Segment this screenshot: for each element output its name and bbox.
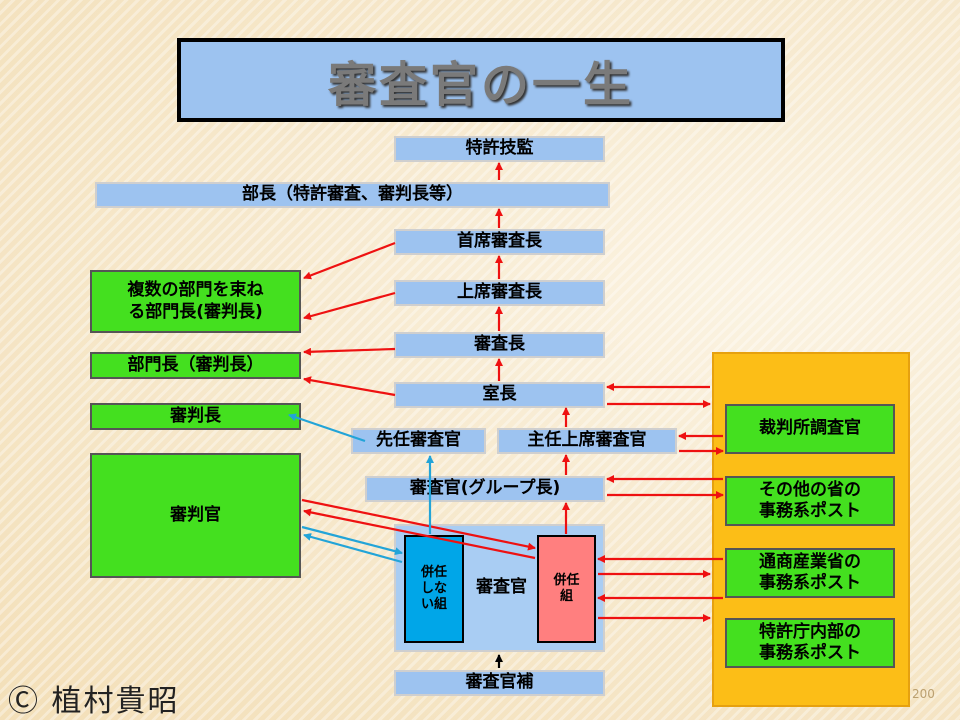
- box-joseki-shinsacho: 上席審査長: [394, 280, 605, 306]
- fukusu-line2: る部門長(審判長): [128, 301, 263, 322]
- arrow-sennin-shinpancho: [288, 413, 366, 443]
- box-shinsacho: 審査長: [394, 332, 605, 358]
- box-heinin-shinai: 併任しない組: [404, 535, 464, 643]
- tsusan-line1: 通商産業省の: [759, 551, 861, 572]
- arrow-shinpankan-heinin: [301, 498, 536, 551]
- sonota-line1: その他の省の: [759, 479, 861, 500]
- box-heinin: 併任組: [537, 535, 596, 643]
- arrow-shitsucho-bumoncho: [303, 376, 396, 397]
- page-title: 審査官の一生: [181, 42, 781, 118]
- box-fukusu-bumoncho: 複数の部門を束ね る部門長(審判長): [90, 270, 301, 333]
- box-tsusan-posts: 通商産業省の 事務系ポスト: [725, 548, 895, 598]
- box-saibansho-chosakan: 裁判所調査官: [725, 404, 895, 454]
- box-shinsakan-group: 審査官(グループ長): [365, 476, 605, 502]
- tsusan-line2: 事務系ポスト: [759, 573, 861, 593]
- box-bumoncho: 部門長（審判長）: [90, 352, 301, 379]
- box-tokkyocho-posts: 特許庁内部の 事務系ポスト: [725, 618, 895, 668]
- tokkyocho-line2: 事務系ポスト: [759, 643, 861, 663]
- arrow-joseki-fukusu: [303, 291, 396, 321]
- tokkyocho-line1: 特許庁内部の: [759, 621, 861, 642]
- box-tokkyo-gikan: 特許技監: [394, 136, 605, 162]
- box-shitsucho: 室長: [394, 382, 605, 408]
- sonota-line2: 事務系ポスト: [759, 501, 861, 521]
- arrow-heinin-shinpankan: [303, 508, 536, 560]
- box-sonota-posts: その他の省の 事務系ポスト: [725, 476, 895, 526]
- box-shunin-joseki: 主任上席審査官: [497, 428, 677, 454]
- box-shinpankan: 審判官: [90, 453, 301, 578]
- box-shuseki-shinsacho: 首席審査長: [394, 229, 605, 255]
- box-shinsakanho: 審査官補: [394, 670, 605, 696]
- copyright: Ⓒ 植村貴昭: [8, 684, 180, 719]
- arrow-shinpankan-heinin-shinai: [301, 525, 403, 556]
- heinin-shinai-label: 併任しない組: [420, 564, 447, 613]
- box-shinpancho: 審判長: [90, 403, 301, 430]
- arrow-shuseki-fukusu: [303, 241, 396, 280]
- fukusu-line1: 複数の部門を束ね: [127, 280, 264, 301]
- arrow-heinin-shinai-shinpankan: [303, 533, 403, 564]
- page-number: 200: [912, 687, 935, 701]
- arrow-shinsacho-bumoncho: [303, 347, 396, 356]
- shinsakan-label: 審査官: [476, 577, 527, 598]
- heinin-label: 併任組: [553, 572, 580, 604]
- box-bucho: 部長（特許審査、審判長等）: [95, 182, 610, 208]
- box-sennin-shinsakan: 先任審査官: [351, 428, 486, 454]
